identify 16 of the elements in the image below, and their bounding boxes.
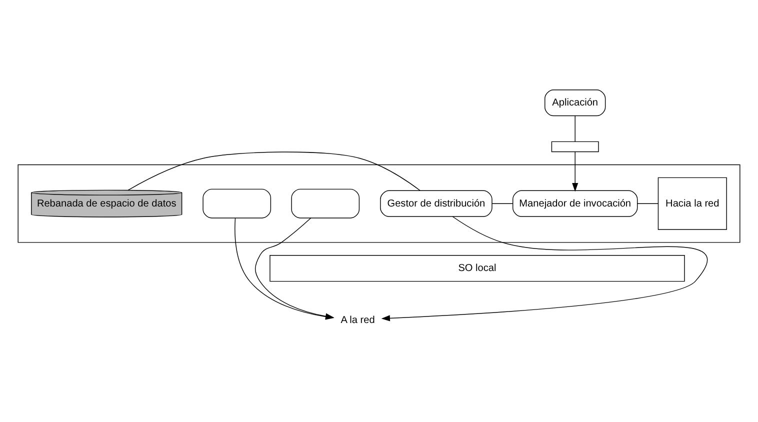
node-text: A la red — [340, 314, 375, 326]
node-box: Gestor de distribución — [380, 190, 492, 216]
node-box — [291, 188, 360, 218]
connector — [574, 114, 576, 142]
cluster — [18, 164, 740, 242]
arrow — [572, 150, 578, 192]
node-box — [202, 188, 272, 218]
node-box: SO local — [270, 254, 685, 282]
node-box: Hacia la red — [658, 176, 727, 230]
connector — [637, 202, 658, 204]
connector — [492, 202, 514, 204]
node-box: Aplicación — [544, 89, 606, 116]
arrow — [381, 216, 708, 321]
node-box — [551, 140, 599, 152]
connector — [128, 151, 420, 190]
node-box: Manejador de invocación — [512, 190, 638, 216]
